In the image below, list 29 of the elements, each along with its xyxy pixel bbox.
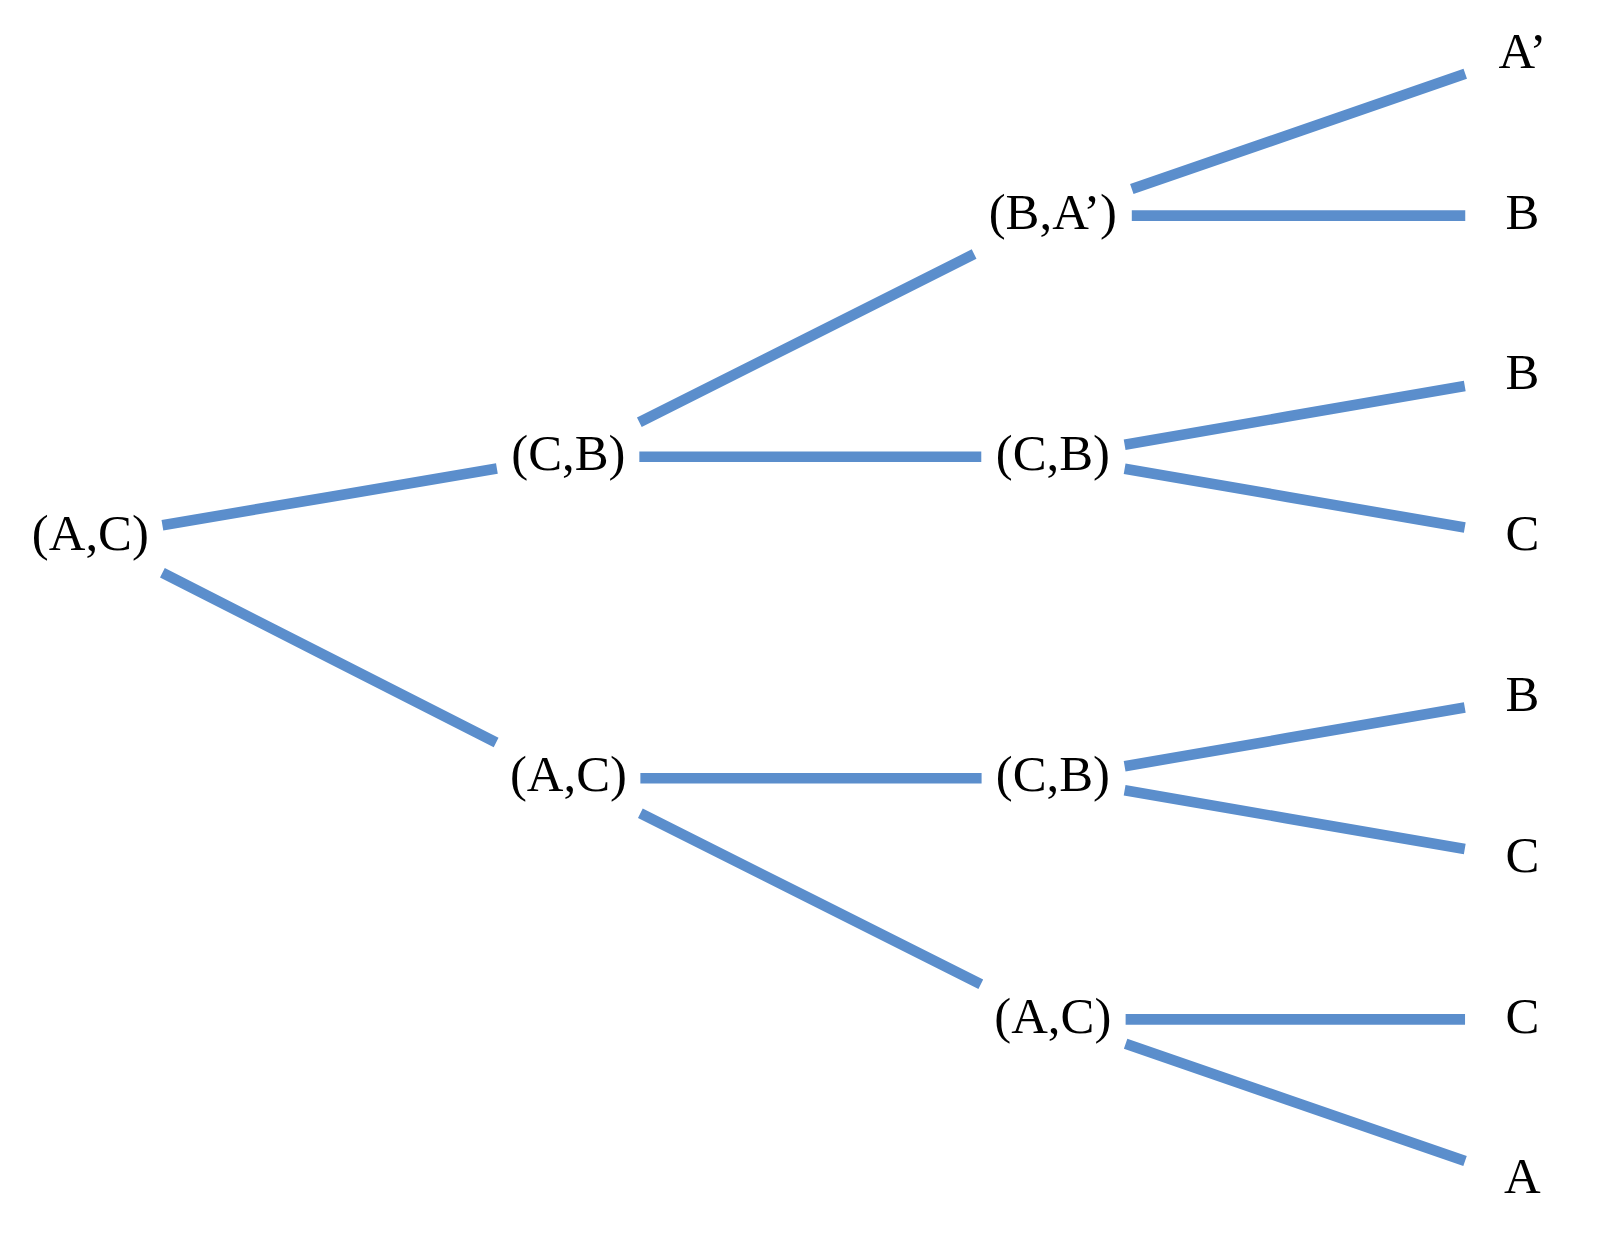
node-text: (C,B)	[995, 746, 1110, 803]
node-text: (A,C)	[31, 505, 149, 562]
node-text: C	[1505, 987, 1540, 1044]
connector	[1123, 702, 1466, 772]
node-text: (A,C)	[994, 987, 1112, 1044]
connector	[1123, 463, 1466, 533]
connector	[160, 568, 499, 748]
node-text: C	[1505, 826, 1540, 883]
node-text: (C,B)	[995, 424, 1110, 481]
connector	[639, 451, 982, 463]
connector	[640, 772, 982, 784]
node-text: (B,A’)	[988, 183, 1117, 240]
connector	[1123, 380, 1466, 450]
connector	[1130, 68, 1467, 195]
connector	[1125, 1014, 1466, 1025]
connector	[161, 463, 498, 531]
node-text: C	[1505, 505, 1540, 562]
node-text: A	[1504, 1148, 1541, 1205]
node-text: (A,C)	[509, 746, 627, 803]
node-text: B	[1505, 344, 1540, 401]
connector	[1123, 1038, 1467, 1167]
node-text: B	[1505, 666, 1540, 722]
node-text: B	[1505, 183, 1540, 240]
node-text: A’	[1498, 22, 1547, 79]
connector	[1123, 785, 1466, 855]
connector	[636, 249, 977, 427]
node-text: (C,B)	[511, 424, 626, 481]
connector	[1131, 210, 1466, 221]
connector	[638, 808, 984, 989]
